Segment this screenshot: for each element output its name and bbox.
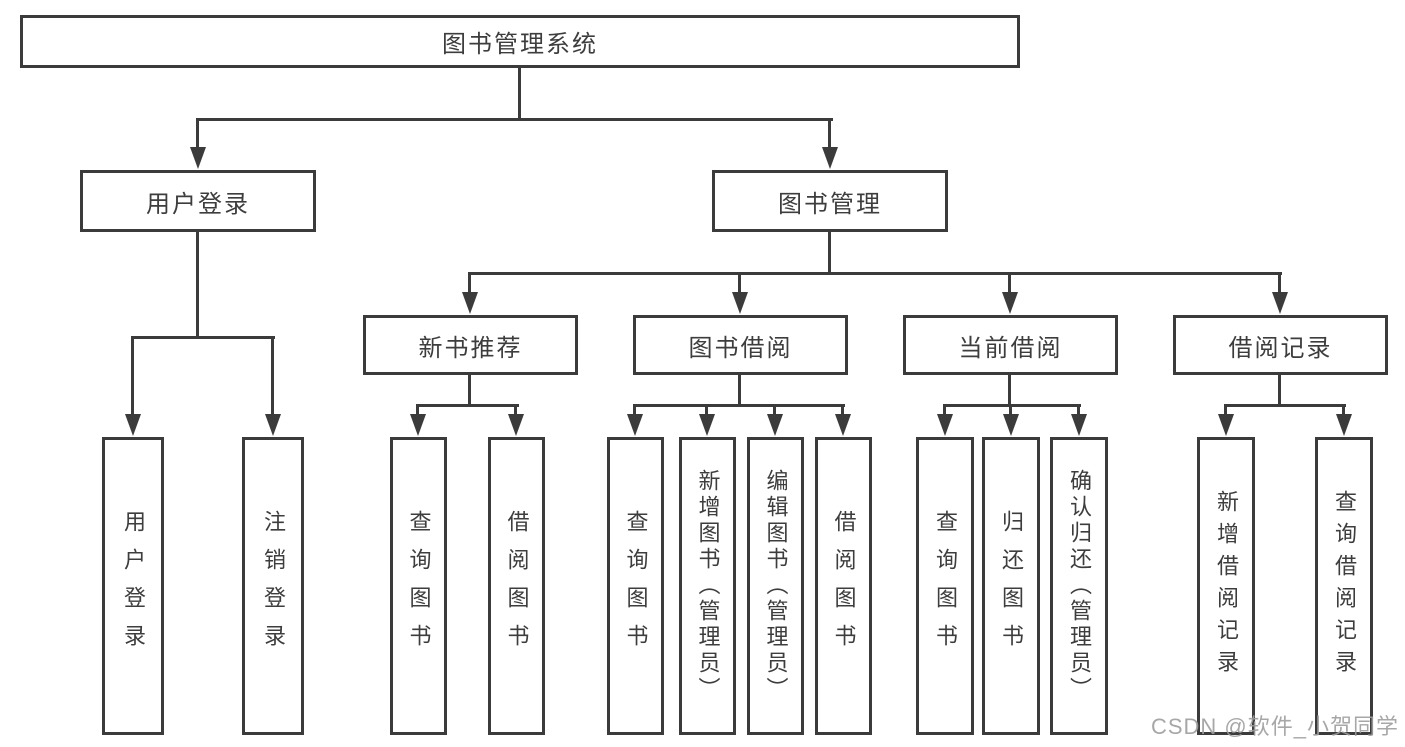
connector-current-borrow-drop-3 (1077, 404, 1080, 417)
leaf-query-books-1-label: 查询图书 (406, 510, 432, 662)
arrowhead-borrow-books-2 (835, 414, 851, 436)
arrowhead-book-management (822, 147, 838, 169)
arrowhead-edit-books-admin (767, 414, 783, 436)
leaf-add-books-admin: 新增图书（管理员） (679, 437, 736, 735)
arrowhead-book-borrow (732, 292, 748, 314)
connector-borrow-records-rail (1224, 404, 1346, 407)
connector-new-book-stem (468, 375, 471, 404)
node-new-book-recommend-label: 新书推荐 (418, 334, 523, 362)
leaf-borrow-books-2-label: 借阅图书 (831, 510, 857, 662)
node-root-label: 图书管理系统 (442, 31, 598, 58)
connector-book-mgmt-drop-4 (1278, 272, 1281, 294)
connector-book-borrow-drop-2 (705, 404, 708, 417)
arrowhead-borrow-records (1272, 292, 1288, 314)
connector-user-login-stem (196, 232, 199, 336)
node-current-borrow-label: 当前借阅 (958, 334, 1063, 362)
connector-book-borrow-drop-3 (773, 404, 776, 417)
connector-new-book-drop-2 (514, 404, 517, 417)
arrowhead-query-books-3 (937, 414, 953, 436)
connector-book-mgmt-drop-2 (738, 272, 741, 294)
leaf-query-borrow-record-label: 查询借阅记录 (1332, 490, 1357, 682)
arrowhead-current-borrow (1002, 292, 1018, 314)
arrowhead-confirm-return-admin (1071, 414, 1087, 436)
node-book-borrow-label: 图书借阅 (688, 334, 793, 362)
leaf-confirm-return-admin: 确认归还（管理员） (1050, 437, 1108, 735)
node-user-login-label: 用户登录 (146, 190, 250, 218)
arrowhead-return-books (1003, 414, 1019, 436)
connector-new-book-drop-1 (416, 404, 419, 417)
leaf-user-login-label: 用户登录 (121, 510, 146, 662)
connector-current-borrow-stem (1008, 375, 1011, 404)
leaf-return-books: 归还图书 (982, 437, 1040, 735)
connector-current-borrow-drop-1 (943, 404, 946, 417)
node-book-management: 图书管理 (712, 170, 948, 232)
connector-book-mgmt-drop-1 (468, 272, 471, 294)
node-book-management-label: 图书管理 (778, 190, 882, 218)
node-user-login: 用户登录 (80, 170, 316, 232)
arrowhead-user-login (190, 147, 206, 169)
connector-root-drop-right (828, 118, 831, 150)
connector-book-borrow-drop-1 (633, 404, 636, 417)
leaf-logout-label: 注销登录 (261, 510, 286, 662)
node-borrow-records: 借阅记录 (1173, 315, 1388, 375)
connector-user-login-rail (131, 336, 275, 339)
node-root: 图书管理系统 (20, 15, 1020, 68)
leaf-logout: 注销登录 (242, 437, 304, 735)
leaf-query-books-2: 查询图书 (607, 437, 664, 735)
arrowhead-query-books-1 (410, 414, 426, 436)
connector-book-borrow-stem (738, 375, 741, 404)
leaf-borrow-books-1-label: 借阅图书 (504, 510, 530, 662)
arrowhead-borrow-books-1 (508, 414, 524, 436)
leaf-query-books-2-label: 查询图书 (623, 510, 649, 662)
arrowhead-query-borrow-record (1336, 414, 1352, 436)
connector-root-stem (518, 68, 521, 118)
leaf-return-books-label: 归还图书 (999, 510, 1024, 662)
connector-borrow-records-drop-1 (1224, 404, 1227, 417)
node-borrow-records-label: 借阅记录 (1228, 334, 1333, 362)
connector-borrow-records-drop-2 (1342, 404, 1345, 417)
arrowhead-new-book-recommend (462, 292, 478, 314)
leaf-query-books-1: 查询图书 (390, 437, 447, 735)
leaf-query-books-3-label: 查询图书 (933, 510, 958, 662)
connector-borrow-records-stem (1278, 375, 1281, 404)
leaf-confirm-return-admin-label: 确认归还（管理员） (1067, 469, 1092, 703)
leaf-edit-books-admin-label: 编辑图书（管理员） (763, 469, 789, 703)
leaf-query-books-3: 查询图书 (916, 437, 974, 735)
connector-book-mgmt-rail (468, 272, 1282, 275)
leaf-query-borrow-record: 查询借阅记录 (1315, 437, 1373, 735)
connector-user-login-drop-1 (131, 336, 134, 416)
leaf-borrow-books-1: 借阅图书 (488, 437, 545, 735)
arrowhead-query-books-2 (627, 414, 643, 436)
connector-current-borrow-drop-2 (1009, 404, 1012, 417)
leaf-add-books-admin-label: 新增图书（管理员） (695, 469, 721, 703)
connector-book-borrow-rail (633, 404, 845, 407)
leaf-borrow-books-2: 借阅图书 (815, 437, 872, 735)
connector-root-rail (196, 118, 833, 121)
connector-book-mgmt-stem (828, 232, 831, 272)
connector-user-login-drop-2 (271, 336, 274, 416)
arrowhead-add-borrow-record (1218, 414, 1234, 436)
connector-new-book-rail (416, 404, 519, 407)
node-current-borrow: 当前借阅 (903, 315, 1118, 375)
leaf-user-login: 用户登录 (102, 437, 164, 735)
arrowhead-leaf-logout (265, 414, 281, 436)
arrowhead-leaf-user-login (125, 414, 141, 436)
leaf-edit-books-admin: 编辑图书（管理员） (747, 437, 804, 735)
leaf-add-borrow-record: 新增借阅记录 (1197, 437, 1255, 735)
leaf-add-borrow-record-label: 新增借阅记录 (1214, 490, 1239, 682)
arrowhead-add-books-admin (699, 414, 715, 436)
connector-book-borrow-drop-4 (841, 404, 844, 417)
node-new-book-recommend: 新书推荐 (363, 315, 578, 375)
node-book-borrow: 图书借阅 (633, 315, 848, 375)
connector-root-drop-left (196, 118, 199, 150)
connector-book-mgmt-drop-3 (1008, 272, 1011, 294)
connector-current-borrow-rail (943, 404, 1081, 407)
csdn-watermark: CSDN @软件_小贺同学 (1150, 714, 1399, 739)
